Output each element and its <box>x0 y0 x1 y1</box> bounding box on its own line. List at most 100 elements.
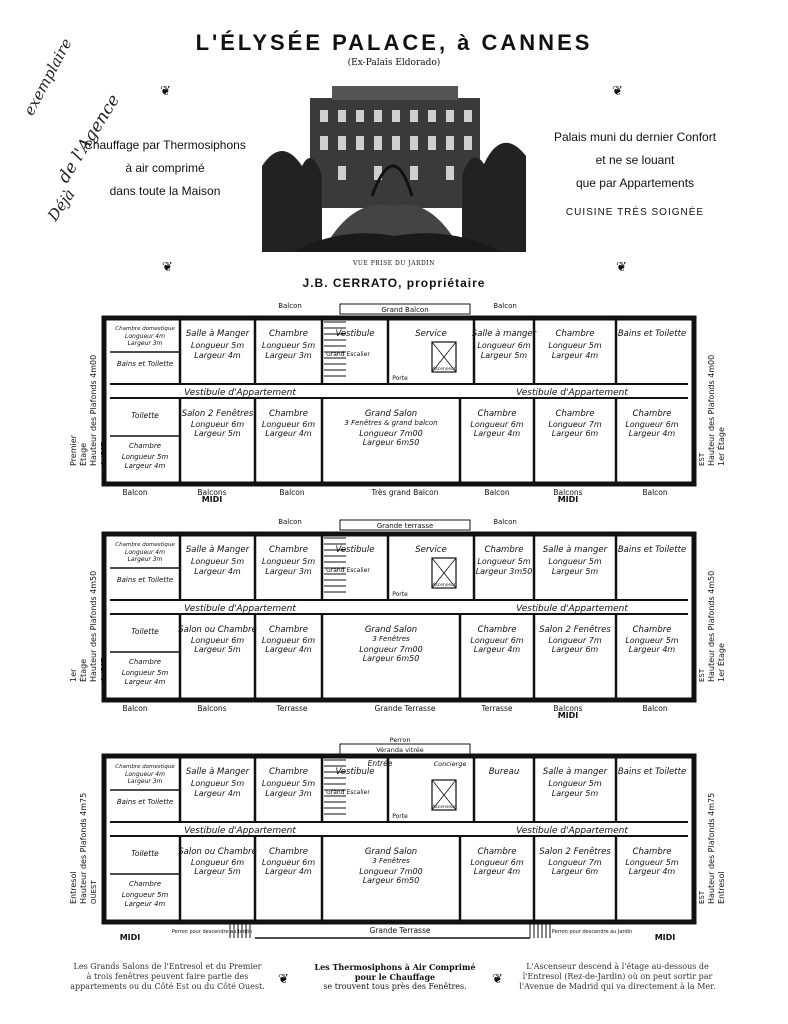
room-name: Salle à Manger <box>186 545 250 555</box>
room-length: Longueur 7m <box>548 636 601 645</box>
room-width: Largeur 4m <box>629 645 676 654</box>
balcony-label: Balcon <box>493 302 517 310</box>
comfort-line: Palais muni du dernier Confort <box>553 130 717 144</box>
corridor-label: Vestibule d'Appartement <box>184 826 296 836</box>
room-name: Chambre <box>129 880 161 888</box>
perron-label: Perron <box>390 736 411 744</box>
room-width: Largeur 6m50 <box>363 654 420 663</box>
room-name: Salle à manger <box>543 767 608 777</box>
terrace-label: Grande Terrasse <box>375 704 436 713</box>
floor-label-text: Étage <box>77 443 88 466</box>
footer-line: se trouvent tous près des Fenêtres. <box>323 982 467 991</box>
terrace-label: Balcons <box>553 704 582 713</box>
terrace-label: Balcon <box>642 704 668 713</box>
footer-note-thermosiphons: Les Thermosiphons à Air Comprimé pour le… <box>300 962 490 992</box>
room-name: Bains et Toilette <box>117 798 173 806</box>
room-length: Longueur 5m <box>191 341 244 350</box>
room-width: Largeur 4m <box>125 462 166 470</box>
footer-note-ascenseur: L'Ascenseur descend à l'étage au-dessous… <box>519 962 716 991</box>
room-name: Grand Salon <box>365 847 417 857</box>
floor-label-text: Hauteur des Plafonds 4m00 <box>707 355 716 466</box>
veranda <box>339 743 471 755</box>
terrace-label: Balcons <box>553 488 582 497</box>
heating-line: Chauffage par Thermosiphons <box>84 138 246 152</box>
room-name: Chambre <box>478 409 517 419</box>
floor-label-text: 1er <box>69 668 78 682</box>
room-name: Entrée <box>368 759 393 768</box>
leaf-ornament-icon: ❦ <box>278 972 289 987</box>
room-name: Chambre <box>485 545 524 555</box>
room-name: Salon 2 Fenêtres <box>182 408 254 419</box>
outer-wall <box>101 753 697 925</box>
room-name: Bains et Toilette <box>618 545 686 555</box>
terrace-label: Balcon <box>122 704 148 713</box>
footer-line: Les Thermosiphons à Air Comprimé <box>314 962 476 972</box>
room-width: Largeur 4m <box>474 429 521 438</box>
door-label: Porte <box>392 375 408 382</box>
floor-label-text: Hauteur des Plafonds 4m50 <box>707 571 716 682</box>
room-name: Chambre <box>633 625 672 635</box>
balcony-label: Balcon <box>493 518 517 526</box>
room-width: Largeur 4m <box>552 351 599 360</box>
room-length: Longueur 5m <box>548 779 601 788</box>
terrace-label: Terrasse <box>276 704 308 713</box>
compass-midi: MIDI <box>202 495 223 504</box>
room-name: Salon ou Chambre <box>178 847 256 857</box>
room-width: Largeur 4m <box>265 429 312 438</box>
room-length: Longueur 6m <box>191 420 244 429</box>
room-width: Largeur 3m50 <box>476 567 533 576</box>
compass-midi: MIDI <box>120 933 141 942</box>
floor-label-text: Hauteur des Plafonds 4m00 <box>89 355 98 466</box>
floor-label-text: OUEST <box>100 658 108 682</box>
corridor-label: Vestibule d'Appartement <box>516 604 628 614</box>
terrace-label: Perron pour descendre au Jardin <box>172 929 252 935</box>
room-width: Largeur 5m <box>552 567 599 576</box>
compass-midi: MIDI <box>558 711 579 720</box>
floor-label-text: 1er Étage <box>715 643 726 682</box>
room-length: Longueur 6m <box>262 636 315 645</box>
room-length: Longueur 6m <box>625 420 678 429</box>
page-subtitle: (Ex-Palais Eldorado) <box>347 58 441 68</box>
leaf-ornament-icon: ❦ <box>492 972 503 987</box>
lift-box <box>431 779 457 811</box>
room-width: Largeur 4m <box>629 429 676 438</box>
room-length: Longueur 5m <box>122 669 169 677</box>
heating-line: dans toute la Maison <box>109 184 221 198</box>
room-length: Longueur 5m <box>122 453 169 461</box>
stairs-label: Grand Escalier <box>326 789 370 796</box>
handwritten-word: Déjà <box>44 185 79 225</box>
terrace-label: Très grand Balcon <box>371 488 439 497</box>
owner-line: J.B. CERRATO, propriétaire <box>302 276 486 290</box>
room-name: Chambre <box>556 329 595 339</box>
balcony-label: Balcon <box>278 518 302 526</box>
room-name: Chambre <box>633 847 672 857</box>
room-width: Largeur 5m <box>481 351 528 360</box>
terrace-label: Terrasse <box>481 704 513 713</box>
room-width: Largeur 4m <box>194 789 241 798</box>
room-name: Concierge <box>434 760 467 768</box>
room-width: Largeur 6m <box>552 645 599 654</box>
room-width: Largeur 4m <box>194 351 241 360</box>
room-length: Longueur 7m00 <box>359 867 422 876</box>
room-length: Longueur 5m <box>122 891 169 899</box>
terrace-label: Grande Terrasse <box>370 926 431 935</box>
room-width: Largeur 5m <box>194 429 241 438</box>
room-width: Largeur 6m <box>552 429 599 438</box>
room-name: Service <box>415 329 446 339</box>
photo-caption: VUE PRISE DU JARDIN <box>353 260 435 267</box>
room-name: Chambre <box>269 847 308 857</box>
outer-wall <box>101 531 697 703</box>
room-name: Grand Salon <box>365 625 417 635</box>
footer-line: pour le Chauffage <box>354 972 436 982</box>
floor-label-text: Hauteur des Plafonds 4m75 <box>79 793 88 904</box>
staircase <box>324 759 346 815</box>
floor-label-text: OUEST <box>90 880 98 904</box>
heating-line: à air comprimé <box>125 161 205 175</box>
